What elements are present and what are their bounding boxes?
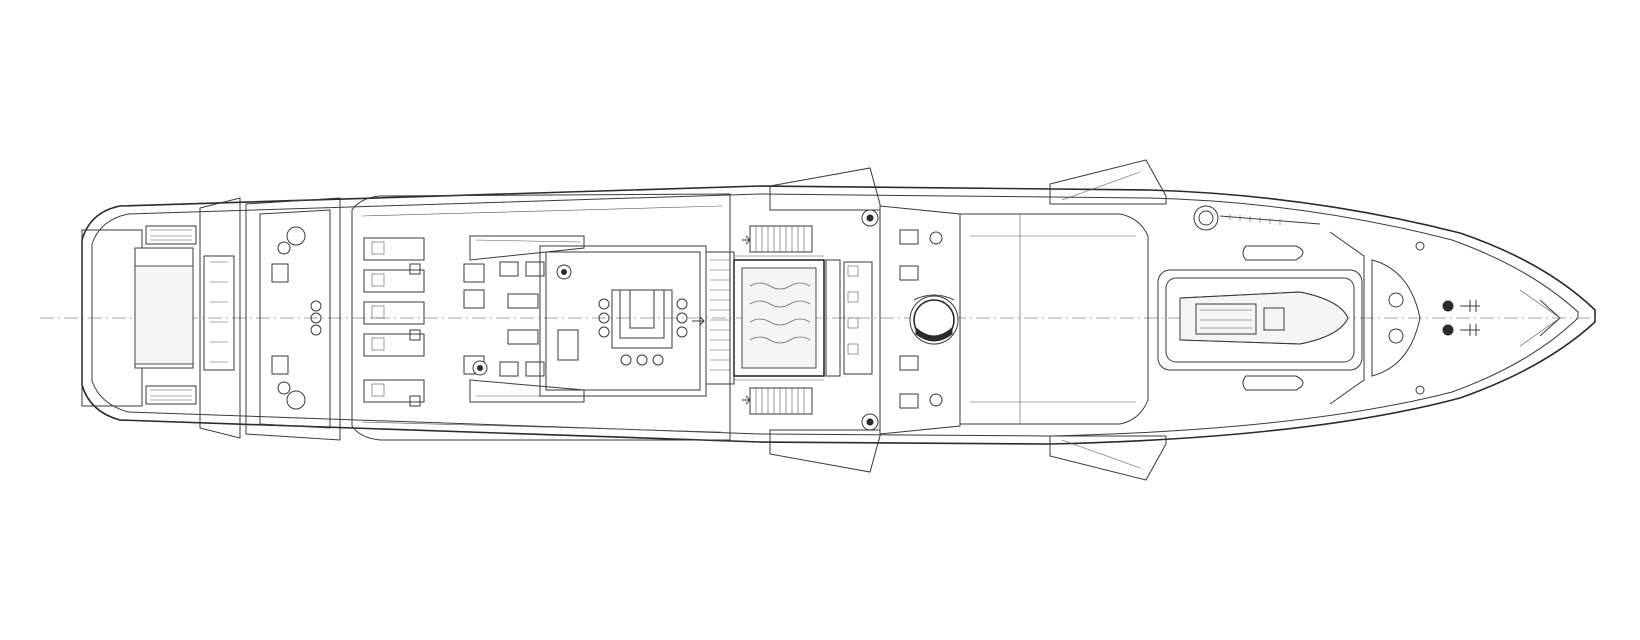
aft-deck — [81, 197, 241, 439]
forward-lounge — [879, 205, 961, 435]
dining-seats — [463, 261, 579, 377]
bow-equipment — [1193, 205, 1561, 405]
lounge-area — [463, 235, 707, 403]
hull — [81, 185, 1596, 445]
jet-skis — [1242, 245, 1304, 391]
stairs — [692, 225, 813, 415]
bar-counter — [598, 289, 688, 366]
superstructure — [245, 197, 341, 441]
sundeck — [351, 193, 731, 441]
sun-loungers — [363, 237, 425, 407]
pool — [706, 251, 873, 385]
foredeck — [959, 213, 1149, 425]
wing-stations — [769, 159, 1167, 481]
tender-bay — [1157, 269, 1363, 371]
